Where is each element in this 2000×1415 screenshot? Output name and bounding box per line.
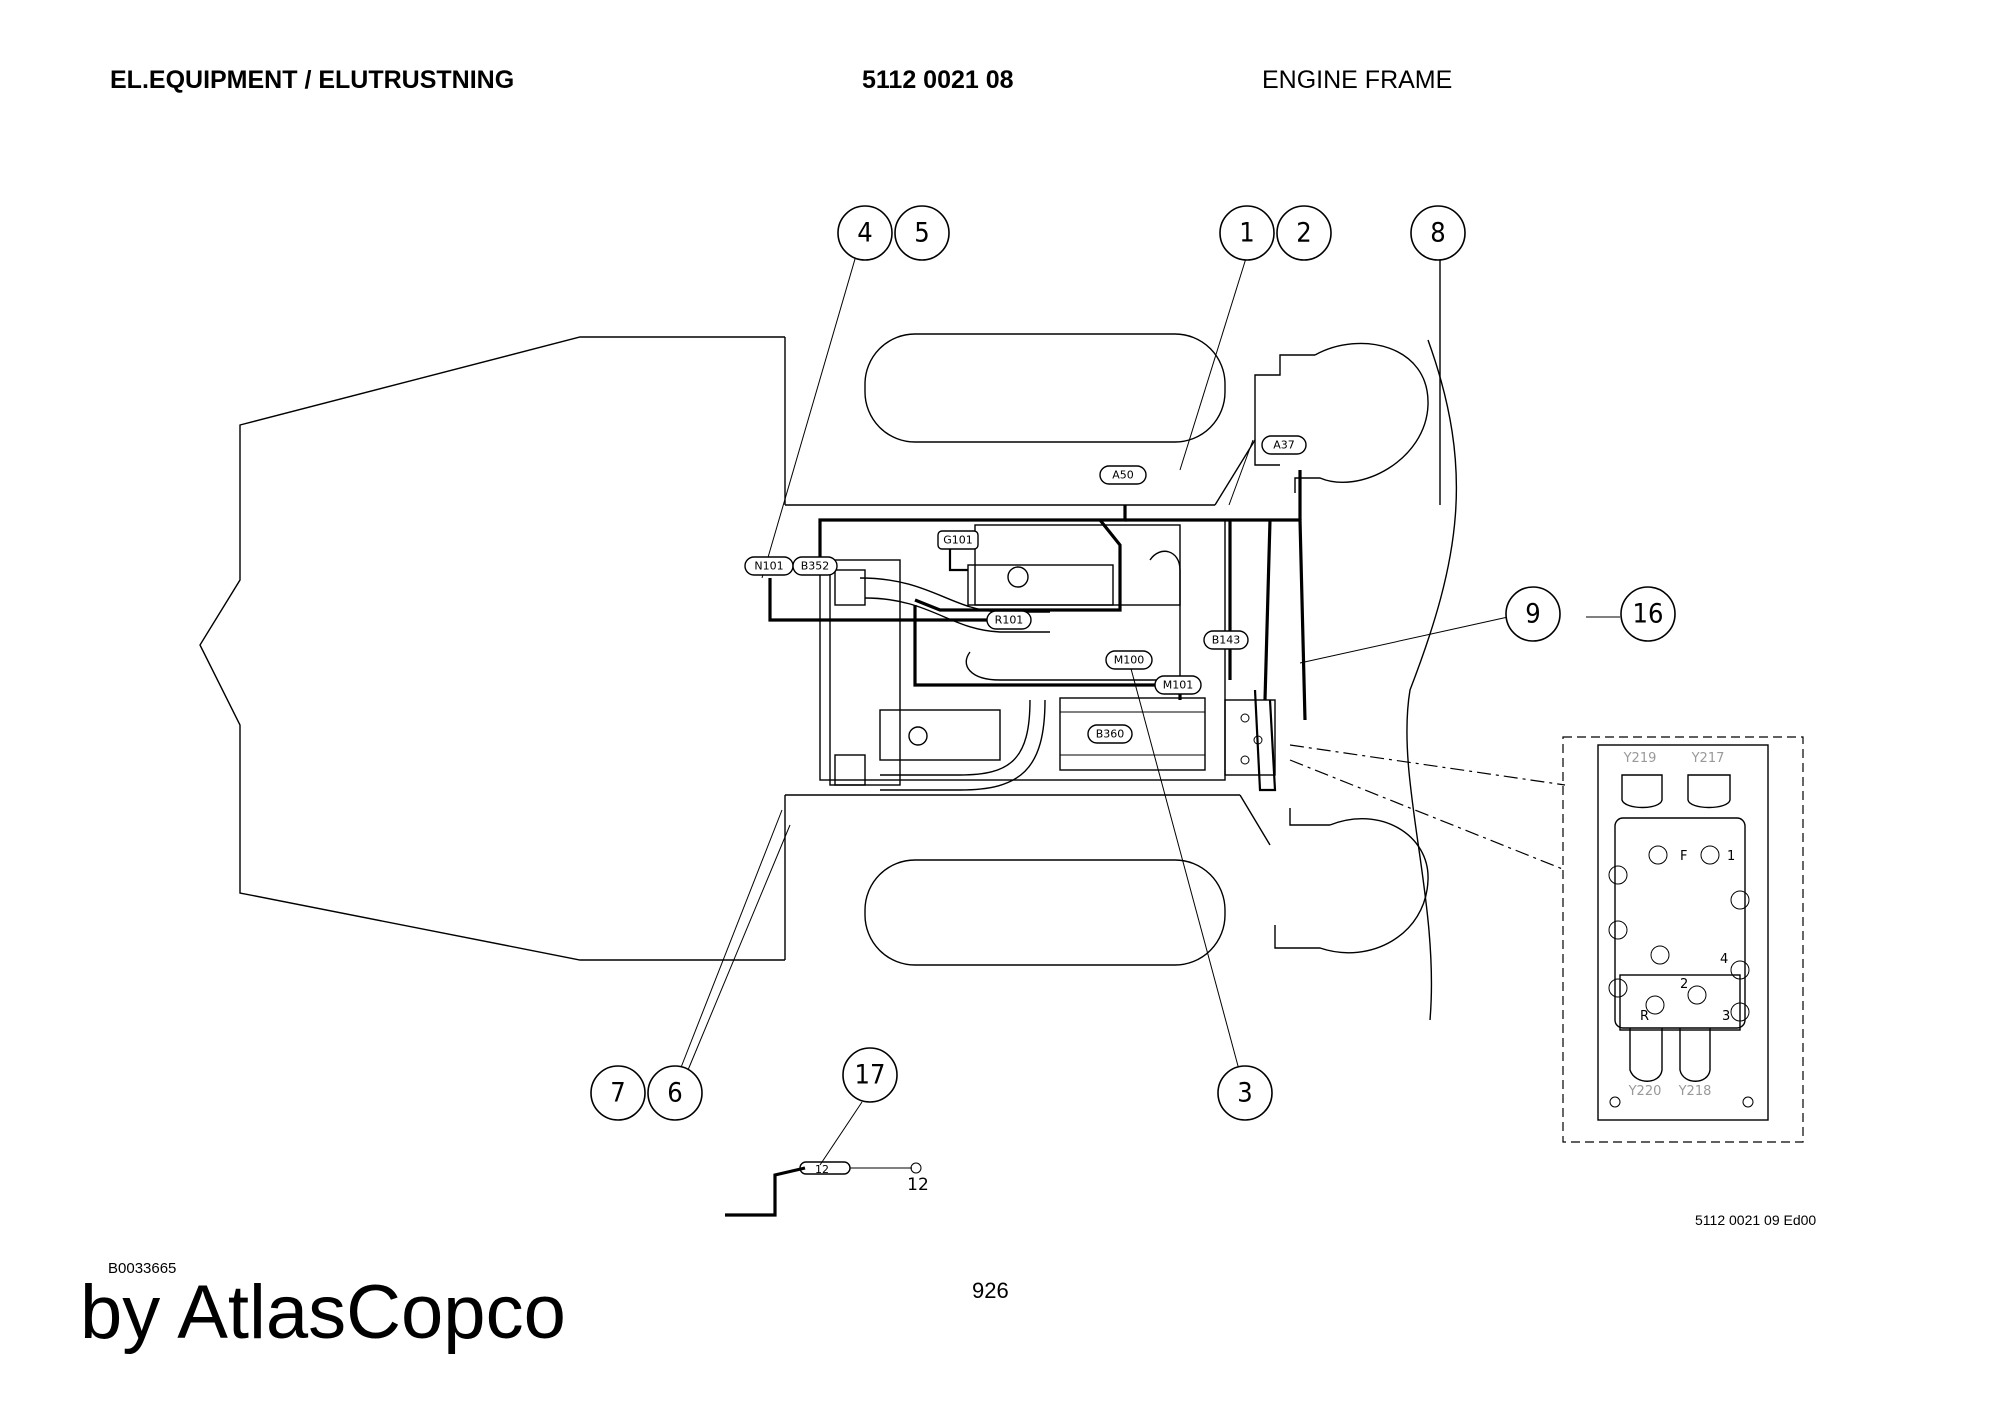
section-title: EL.EQUIPMENT / ELUTRUSTNING [110, 66, 515, 94]
svg-text:B360: B360 [1096, 728, 1125, 741]
callout-6: 6 [647, 1065, 703, 1121]
svg-text:A37: A37 [1273, 439, 1295, 452]
svg-text:A50: A50 [1112, 469, 1134, 482]
frame-outline [199, 336, 1271, 961]
valve-label-y217: Y217 [1691, 751, 1725, 766]
valve-block-small [1224, 699, 1276, 776]
component-n101: N101 [744, 556, 794, 576]
edition-code: 5112 0021 09 Ed00 [1695, 1212, 1817, 1228]
part-number: 5112 0021 08 [862, 66, 1014, 94]
svg-text:8: 8 [1430, 218, 1445, 249]
callout-5: 5 [894, 205, 950, 261]
callout-8: 8 [1410, 205, 1466, 261]
upper-tank [864, 333, 1226, 443]
valve-label-y219: Y219 [1623, 751, 1657, 766]
valve-port-4: 4 [1720, 952, 1728, 967]
svg-text:7: 7 [610, 1078, 625, 1109]
component-a37: A37 [1261, 435, 1307, 455]
lower-wheel-arch [1274, 808, 1429, 954]
wiring-harness [768, 470, 1307, 792]
svg-text:R101: R101 [995, 614, 1024, 627]
callout-1: 1 [1219, 205, 1275, 261]
callout-16: 16 [1620, 586, 1676, 642]
svg-text:9: 9 [1525, 599, 1540, 630]
svg-text:G101: G101 [943, 534, 973, 547]
svg-text:B143: B143 [1212, 634, 1241, 647]
engine-assembly [819, 519, 1226, 791]
valve-port-2: 2 [1680, 977, 1688, 992]
valve-port-3: 3 [1722, 1009, 1730, 1024]
component-m101: M101 [1154, 675, 1202, 695]
valve-label-y220: Y220 [1628, 1084, 1662, 1099]
svg-text:M100: M100 [1114, 654, 1145, 667]
component-b143: B143 [1203, 630, 1249, 650]
valve-label-y218: Y218 [1678, 1084, 1712, 1099]
component-m100: M100 [1105, 650, 1153, 670]
svg-text:N101: N101 [754, 560, 783, 573]
svg-text:B352: B352 [801, 560, 830, 573]
page-number: 926 [972, 1278, 1009, 1303]
callout-4: 4 [837, 205, 893, 261]
svg-text:3: 3 [1237, 1078, 1252, 1109]
valve-port-f: F [1680, 849, 1687, 864]
svg-text:5: 5 [914, 218, 929, 249]
component-b352: B352 [792, 556, 838, 576]
cable-assembly: 12 12 [725, 1161, 929, 1217]
brand-watermark: by AtlasCopco [80, 1270, 566, 1355]
svg-text:2: 2 [1296, 218, 1311, 249]
callout-9: 9 [1505, 586, 1561, 642]
svg-text:M101: M101 [1163, 679, 1194, 692]
component-a50: A50 [1099, 465, 1147, 485]
callout-7: 7 [590, 1065, 646, 1121]
valve-port-1: 1 [1727, 849, 1735, 864]
component-b360: B360 [1087, 724, 1133, 744]
upper-wheel-arch [1254, 342, 1429, 493]
valve-detail-view: Y219 Y217 Y220 Y218 F 1 2 3 4 R [1562, 736, 1804, 1143]
callout-17: 17 [842, 1047, 898, 1103]
callout-3: 3 [1217, 1065, 1273, 1121]
cable-label: 12 [815, 1163, 829, 1176]
svg-text:4: 4 [857, 218, 872, 249]
valve-port-r: R [1640, 1009, 1649, 1024]
svg-text:16: 16 [1633, 599, 1664, 630]
svg-text:6: 6 [667, 1078, 682, 1109]
component-r101: R101 [986, 610, 1032, 630]
svg-text:1: 1 [1239, 218, 1254, 249]
assembly-name: ENGINE FRAME [1262, 66, 1453, 94]
component-g101: G101 [937, 530, 979, 550]
svg-text:17: 17 [855, 1060, 886, 1091]
lower-tank [864, 859, 1226, 966]
leader-lines [679, 234, 1620, 1166]
callout-2: 2 [1276, 205, 1332, 261]
frame-curve [1406, 339, 1458, 1021]
drawing-id: B0033665 [108, 1260, 177, 1277]
cable-end-label: 12 [907, 1175, 929, 1195]
